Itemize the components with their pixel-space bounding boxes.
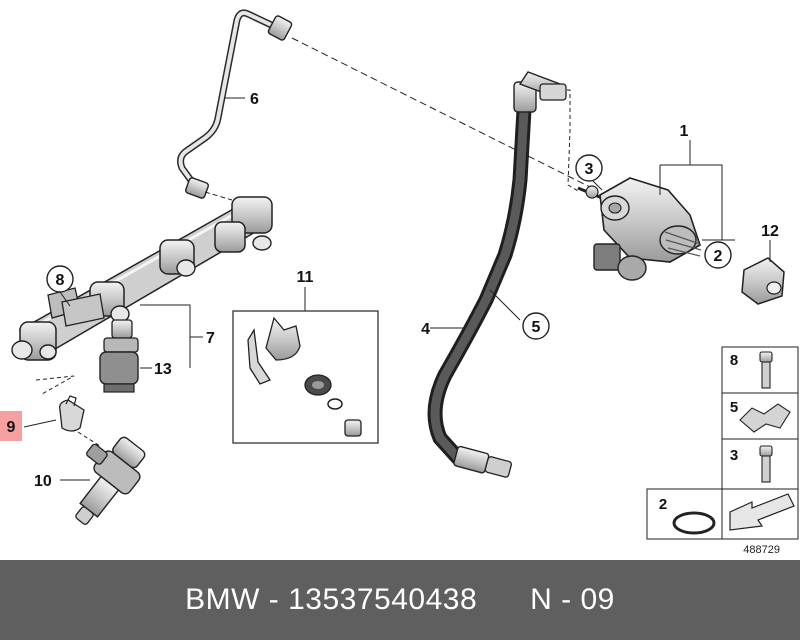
label-12[interactable]: 12 (761, 223, 779, 240)
label-2[interactable]: 2 (714, 248, 723, 265)
diagram-ref-number: 488729 (743, 544, 780, 556)
fuel-line-pipe (177, 9, 293, 201)
legend-label-5: 5 (730, 399, 738, 416)
label-4[interactable]: 4 (421, 321, 430, 338)
high-pressure-pump (577, 177, 702, 281)
label-10[interactable]: 10 (34, 473, 52, 490)
legend-panel (646, 346, 799, 540)
label-9[interactable]: 9 (7, 419, 16, 436)
highlight-item-9 (0, 411, 22, 441)
label-6[interactable]: 6 (250, 91, 259, 108)
legend-label-2: 2 (659, 496, 667, 513)
label-8[interactable]: 8 (56, 272, 65, 289)
label-5[interactable]: 5 (532, 319, 541, 336)
label-circles (46, 154, 732, 515)
part-number-footer: BMW - 13537540438 N - 09 (0, 560, 800, 640)
high-pressure-hose (427, 71, 567, 478)
label-13[interactable]: 13 (154, 361, 172, 378)
fuel-injector (75, 436, 146, 525)
clip-leader-dash (35, 375, 75, 395)
kit-box-11 (232, 310, 379, 444)
fuel-rail (11, 196, 273, 393)
label-1[interactable]: 1 (680, 123, 689, 140)
label-11[interactable]: 11 (297, 269, 314, 286)
injector-clip (59, 395, 85, 432)
sleeve-part (741, 257, 785, 305)
footer-text: BMW - 13537540438 N - 09 (185, 583, 615, 616)
label-7[interactable]: 7 (206, 330, 215, 347)
leader-lines (23, 97, 771, 481)
connection-dashed-line (291, 37, 597, 191)
legend-label-8: 8 (730, 352, 738, 369)
parts-diagram: 1 2 3 4 5 6 7 8 9 10 11 12 13 8 5 3 2 48… (0, 9, 799, 556)
legend-label-3: 3 (730, 447, 738, 464)
label-3[interactable]: 3 (585, 161, 594, 178)
